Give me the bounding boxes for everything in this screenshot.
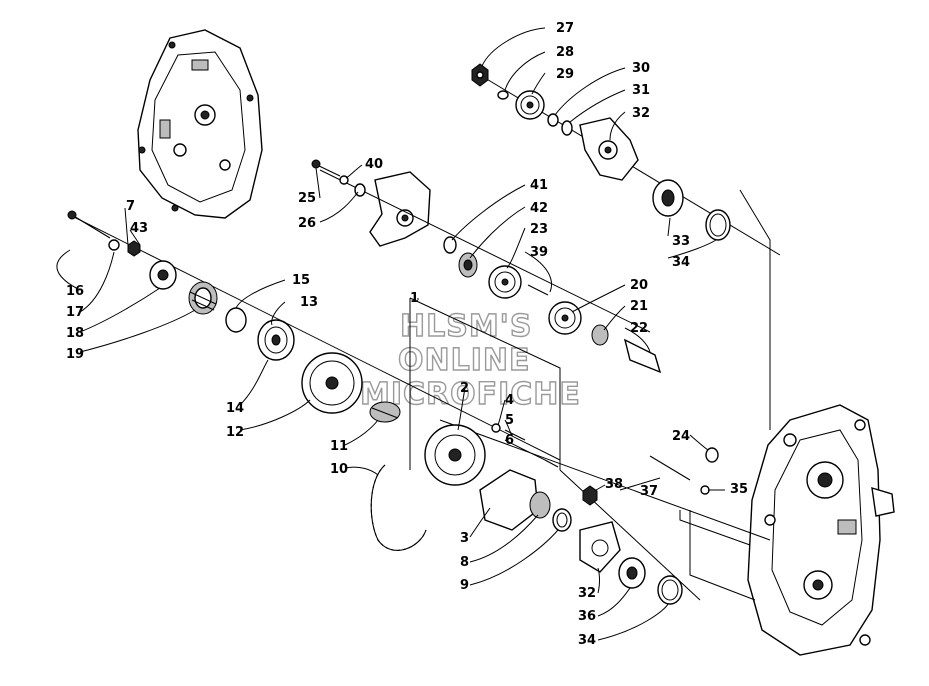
callout-29: 29 (556, 67, 574, 82)
callout-10: 10 (330, 462, 348, 477)
callout-27: 27 (556, 21, 574, 36)
callout-labels: 27 28 29 30 31 32 40 25 26 41 42 23 39 3… (66, 21, 748, 648)
callout-19: 19 (66, 347, 84, 362)
callout-36: 36 (578, 609, 596, 624)
callout-32: 32 (632, 106, 650, 121)
callout-9: 9 (460, 578, 469, 593)
callout-21: 21 (630, 299, 648, 314)
callout-26: 26 (298, 216, 316, 231)
callout-12: 12 (226, 425, 244, 440)
callout-14: 14 (226, 401, 244, 416)
callout-2: 2 (460, 381, 469, 396)
callout-15: 15 (292, 273, 310, 288)
watermark: HLSM'S ONLINE MICROFICHE (359, 308, 580, 412)
callout-1: 1 (410, 291, 419, 306)
callout-40: 40 (365, 157, 383, 172)
callout-25: 25 (298, 191, 316, 206)
callout-7: 7 (126, 199, 135, 214)
callout-18: 18 (66, 326, 84, 341)
callout-42: 42 (530, 201, 548, 216)
chaincase-cover (137, 29, 263, 219)
watermark-line-2: ONLINE (398, 343, 531, 378)
callout-30: 30 (632, 61, 650, 76)
callout-17: 17 (66, 305, 84, 320)
callout-37: 37 (640, 484, 658, 499)
callout-41: 41 (530, 178, 548, 193)
callout-6: 6 (505, 433, 514, 448)
callout-39: 39 (530, 245, 548, 260)
callout-22: 22 (630, 321, 648, 336)
callout-20: 20 (630, 278, 648, 293)
callout-13: 13 (300, 295, 318, 310)
drive-chain (370, 464, 427, 551)
leader-lines (56, 27, 725, 641)
callout-3: 3 (460, 531, 469, 546)
callout-8: 8 (460, 555, 469, 570)
callout-38: 38 (605, 477, 623, 492)
callout-43: 43 (130, 221, 148, 236)
callout-11: 11 (330, 439, 348, 454)
callout-4: 4 (505, 393, 514, 408)
watermark-line-1: HLSM'S (400, 309, 532, 344)
callout-34-top: 34 (672, 255, 690, 270)
callout-16: 16 (66, 284, 84, 299)
callout-31: 31 (632, 83, 650, 98)
upper-shaft-parts (471, 63, 731, 241)
callout-33: 33 (672, 234, 690, 249)
callout-23: 23 (530, 222, 548, 237)
callout-5: 5 (505, 413, 514, 428)
callout-24: 24 (672, 429, 690, 444)
front-shaft-parts (67, 210, 710, 605)
callout-34-bottom: 34 (578, 633, 596, 648)
callout-32-bottom: 32 (578, 586, 596, 601)
callout-28: 28 (556, 45, 574, 60)
chaincase-housing (747, 404, 895, 656)
callout-35: 35 (730, 482, 748, 497)
